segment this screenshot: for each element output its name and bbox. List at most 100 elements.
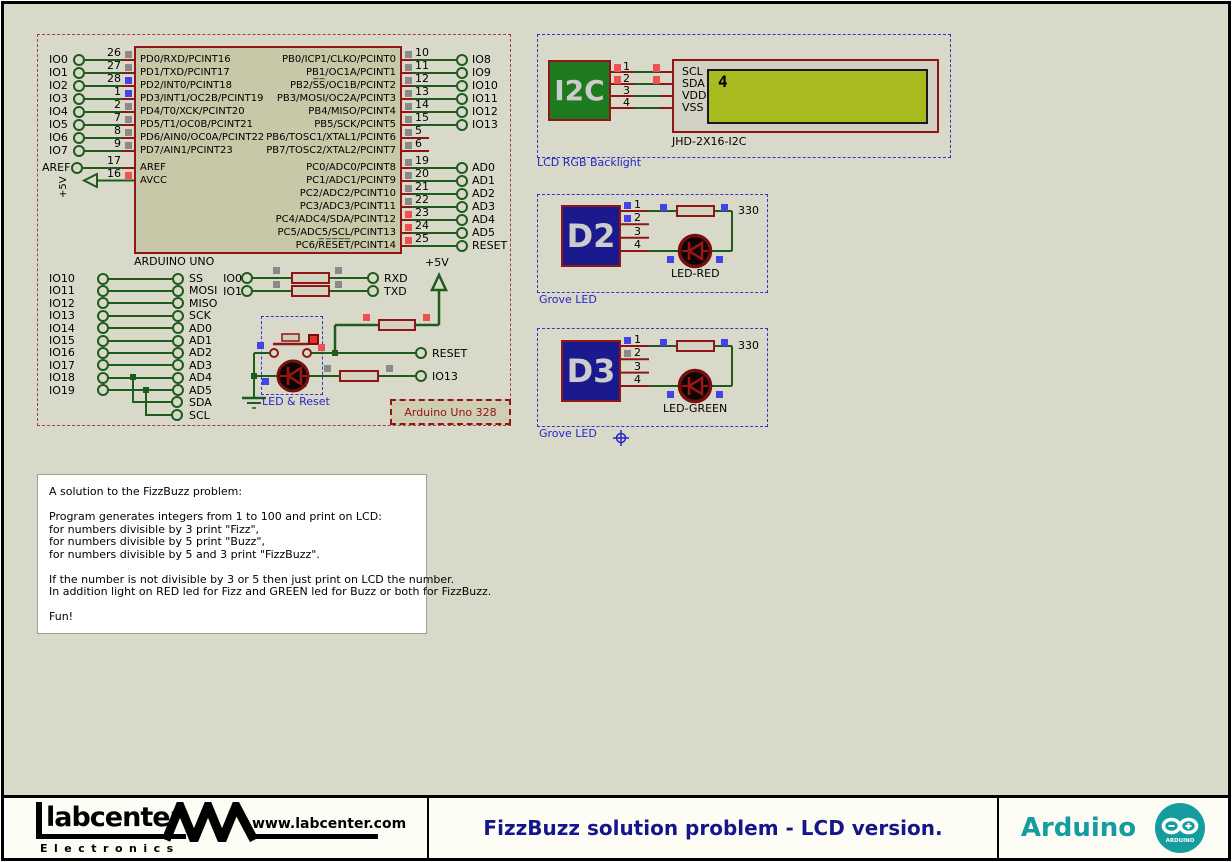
reset-push-button[interactable] — [269, 333, 427, 359]
terminal-label: IO2 — [49, 79, 68, 92]
lcd-pin-label: VSS — [682, 101, 704, 114]
pin-marker — [405, 77, 412, 84]
terminal-label: IO12 — [49, 296, 75, 310]
breakout-row: IO15 AD1 — [49, 334, 249, 347]
reset-led-circuit[interactable] — [242, 342, 427, 409]
terminal[interactable] — [172, 384, 184, 397]
d3-led-label: LED-GREEN — [663, 402, 728, 415]
terminal[interactable] — [73, 92, 85, 105]
terminal[interactable] — [73, 66, 85, 79]
terminal-label: IO18 — [49, 371, 75, 385]
terminal[interactable] — [73, 144, 85, 157]
terminal-label: IO6 — [49, 131, 68, 144]
reset-led[interactable] — [276, 359, 310, 393]
terminal[interactable] — [456, 213, 468, 226]
terminal[interactable] — [456, 174, 468, 187]
terminal[interactable] — [172, 297, 184, 310]
terminal-label: RESET — [472, 239, 508, 252]
wire — [402, 123, 456, 126]
terminal-label: IO10 — [472, 79, 498, 92]
terminal[interactable] — [172, 334, 184, 347]
terminal[interactable] — [172, 272, 184, 285]
note-line: for numbers divisible by 3 print "Fizz", — [49, 522, 260, 536]
terminal-row: 22 AD3 — [402, 194, 517, 213]
terminal[interactable] — [73, 118, 85, 131]
note-line: for numbers divisible by 5 and 3 print "… — [49, 547, 320, 561]
serial-resistor-network[interactable] — [241, 267, 379, 297]
terminal[interactable] — [456, 161, 468, 174]
pin-name: PD6/AIN0/OC0A/PCINT22 — [140, 132, 265, 143]
wire — [402, 231, 456, 234]
terminal[interactable] — [456, 239, 468, 252]
pin-marker — [405, 211, 412, 218]
txd-label: TXD — [384, 285, 407, 298]
terminal[interactable] — [73, 79, 85, 92]
d2-led-label: LED-RED — [671, 267, 720, 280]
terminal-row: 11 IO9 — [402, 60, 517, 79]
terminal[interactable] — [456, 105, 468, 118]
terminal[interactable] — [456, 66, 468, 79]
terminal[interactable] — [172, 309, 184, 322]
terminal[interactable] — [73, 53, 85, 66]
terminal[interactable] — [456, 200, 468, 213]
pin-marker — [125, 116, 132, 123]
breakout-row: IO19 AD5 — [49, 384, 249, 397]
pin-marker — [125, 77, 132, 84]
pin-name: PB5/SCK/PCINT5 — [314, 119, 396, 130]
terminal[interactable] — [456, 79, 468, 92]
d2-resistor-value: 330 — [738, 204, 759, 217]
led-green[interactable] — [677, 368, 713, 404]
grove-d3-chip[interactable]: D3 — [561, 340, 621, 402]
lcd-pin-label: SDA — [682, 77, 705, 90]
terminal-label: MOSI — [189, 284, 218, 298]
terminal[interactable] — [456, 92, 468, 105]
wire — [107, 302, 172, 305]
labcenter-brand: labcenter — [36, 802, 186, 839]
terminal-row: IO0 26 — [49, 47, 134, 66]
lcd-screen[interactable]: 4 — [707, 69, 928, 124]
grove-d3-wiring[interactable] — [621, 339, 733, 404]
terminal-row: 10 IO8 — [402, 47, 517, 66]
led-red[interactable] — [677, 233, 713, 269]
terminal-label: IO11 — [472, 92, 498, 105]
pin-marker — [125, 90, 132, 97]
terminal[interactable] — [172, 284, 184, 297]
terminal[interactable] — [456, 187, 468, 200]
terminal-label: IO10 — [49, 272, 75, 285]
terminal[interactable] — [172, 371, 184, 384]
labcenter-subtitle: Electronics — [40, 842, 180, 855]
terminal[interactable] — [172, 359, 184, 372]
pin-marker — [624, 215, 631, 223]
lcd-pin-row: 2 — [612, 73, 662, 89]
lcd-part-number: JHD-2X16-I2C — [672, 135, 747, 148]
terminal[interactable] — [172, 346, 184, 359]
avcc-power-arrow[interactable] — [81, 172, 134, 189]
terminal-row: IO7 9 — [49, 138, 134, 157]
terminal-row: 25 RESET — [402, 233, 517, 252]
note-line: A solution to the FizzBuzz problem: — [49, 485, 243, 498]
terminal[interactable] — [71, 161, 83, 174]
terminal[interactable] — [456, 53, 468, 66]
pin-marker — [624, 377, 631, 384]
terminal-label: IO7 — [49, 144, 68, 157]
terminal[interactable] — [172, 322, 184, 335]
breakout-row: IO10 SS — [49, 272, 249, 285]
pin-number: 20 — [415, 167, 429, 180]
arduino-uno-chip[interactable] — [134, 46, 402, 254]
terminal[interactable] — [73, 105, 85, 118]
note-line: In addition light on RED led for Fizz an… — [49, 585, 492, 598]
origin-marker-icon — [613, 430, 629, 446]
ground-symbol[interactable] — [242, 396, 266, 409]
terminal[interactable] — [456, 118, 468, 131]
terminal[interactable] — [73, 131, 85, 144]
i2c-module-chip[interactable]: I2C — [548, 60, 611, 121]
labcenter-website[interactable]: www.labcenter.com — [252, 816, 407, 832]
terminal[interactable] — [456, 226, 468, 239]
pin-marker — [405, 142, 412, 149]
pin-number: 26 — [107, 46, 121, 59]
d2-chip-label: D2 — [566, 217, 616, 255]
grove-d3-outline — [537, 328, 768, 427]
grove-d2-chip[interactable]: D2 — [561, 205, 621, 267]
pin-number: 6 — [415, 137, 422, 150]
grove-d2-wiring[interactable] — [621, 204, 733, 269]
